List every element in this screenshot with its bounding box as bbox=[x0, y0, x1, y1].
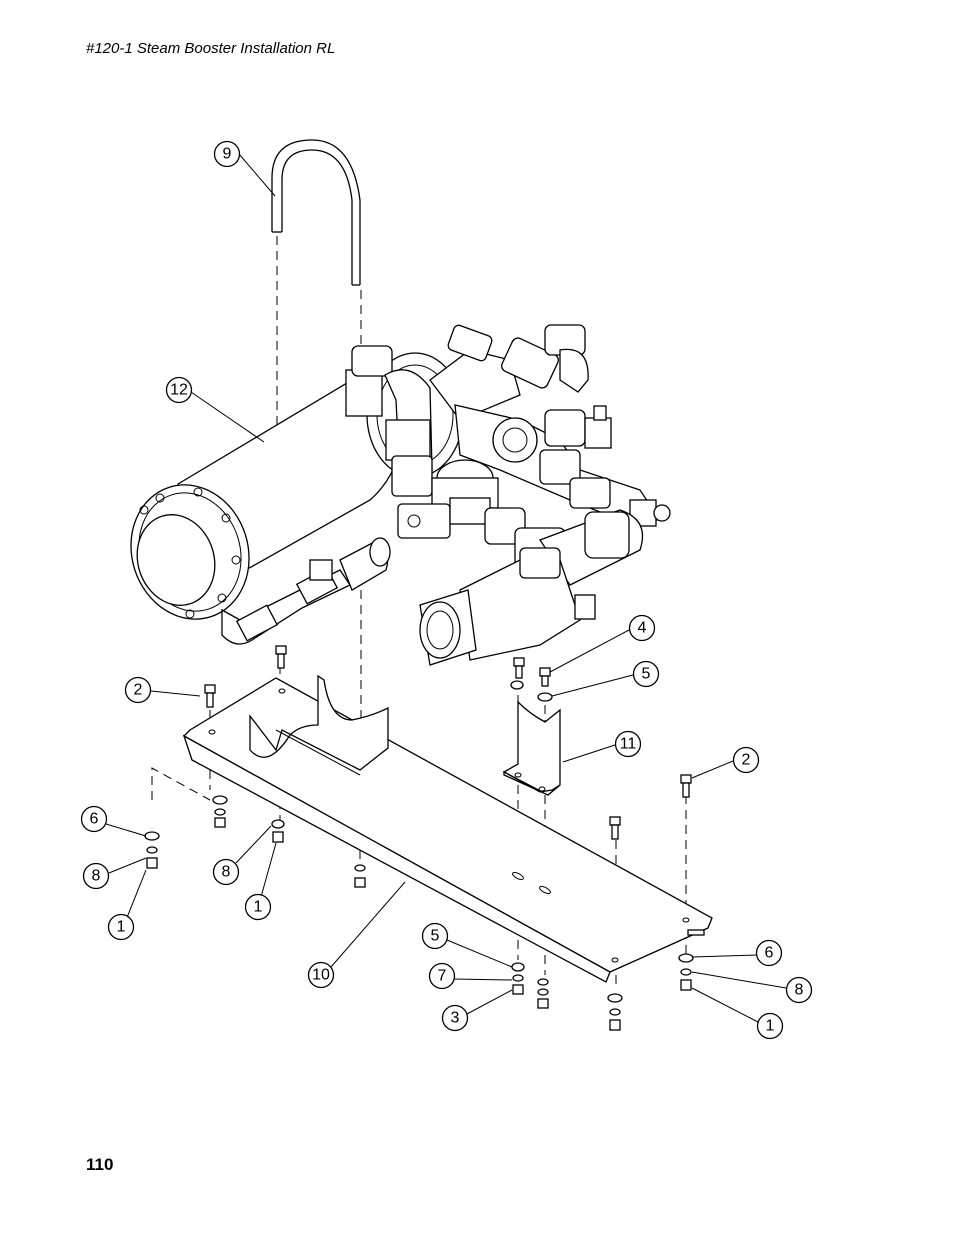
callout-label: 11 bbox=[620, 736, 637, 753]
callouts bbox=[105, 153, 787, 1023]
callout-label: 9 bbox=[223, 146, 232, 163]
page-header-title: #120-1 Steam Booster Installation RL bbox=[86, 40, 336, 57]
callout-label: 5 bbox=[431, 928, 440, 945]
base-plate bbox=[182, 674, 713, 983]
support-bracket bbox=[502, 700, 561, 796]
bolts bbox=[204, 645, 692, 840]
callout-label: 8 bbox=[92, 868, 101, 885]
callout-label: 7 bbox=[438, 968, 447, 985]
booster-tank bbox=[130, 374, 403, 645]
callout-label: 2 bbox=[742, 752, 751, 769]
washer-nut-stacks bbox=[144, 680, 694, 1031]
callout-label: 10 bbox=[312, 967, 330, 984]
callout-label: 8 bbox=[222, 864, 231, 881]
callout-label: 6 bbox=[90, 811, 99, 828]
steam-piping-assembly bbox=[345, 324, 671, 666]
callout-label: 1 bbox=[254, 899, 263, 916]
callout-label: 1 bbox=[766, 1018, 775, 1035]
callout-label: 1 bbox=[117, 919, 126, 936]
callout-label: 8 bbox=[795, 982, 804, 999]
page-number: 110 bbox=[86, 1155, 114, 1174]
callout-label: 12 bbox=[170, 382, 188, 399]
callout-label: 6 bbox=[765, 945, 774, 962]
hairpin-tube bbox=[271, 139, 361, 286]
callout-label: 5 bbox=[642, 666, 651, 683]
callout-label: 2 bbox=[134, 682, 143, 699]
callout-label: 3 bbox=[451, 1010, 460, 1027]
callout-label: 4 bbox=[638, 620, 647, 637]
